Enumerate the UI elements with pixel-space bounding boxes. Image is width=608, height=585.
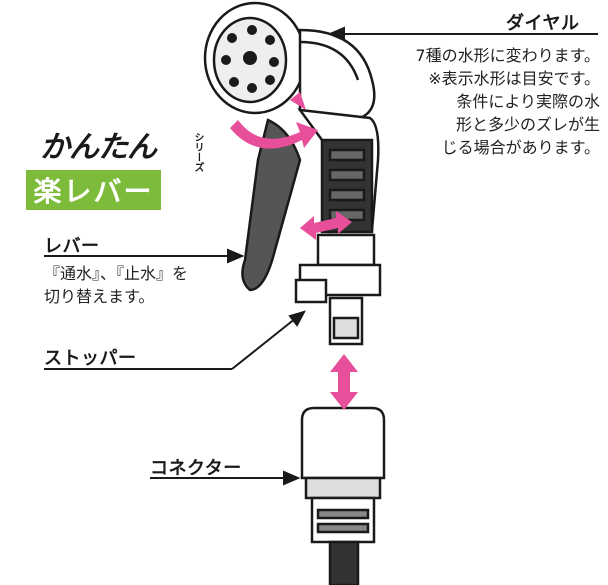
stopper-part [294, 233, 382, 346]
connector-title: コネクター [150, 458, 242, 479]
lever-desc-line: 切り替えます。 [44, 287, 155, 306]
lever-desc-line: 『通水』、『止水』を [44, 264, 189, 283]
leader-lines [44, 26, 598, 486]
stopper-title: ストッパー [44, 348, 137, 369]
logo-script-text: かんたん [40, 130, 157, 165]
dial-description: 7種の水形に変わります。 ※表示水形は目安です。 条件により実際の水 形と多少の… [395, 44, 600, 159]
dial-title: ダイヤル [506, 13, 580, 34]
nozzle-body [297, 108, 380, 234]
connector-part [300, 406, 386, 585]
lever-description: 『通水』、『止水』を 切り替えます。 [44, 262, 188, 308]
logo-badge: 楽レバー [26, 170, 161, 210]
pink-arrows [230, 92, 358, 410]
logo-series-text: シリーズ [192, 132, 203, 172]
dial-desc-line: 形と多少のズレが生 [455, 115, 600, 134]
dial-desc-line: じる場合があります。 [441, 138, 600, 157]
dial-holes [221, 25, 279, 93]
dial-desc-line: 条件により実際の水 [456, 92, 600, 111]
dial-desc-line: 7種の水形に変わります。 [415, 46, 600, 65]
lever-title: レバー [44, 236, 100, 257]
dial-desc-line: ※表示水形は目安です。 [428, 69, 600, 88]
